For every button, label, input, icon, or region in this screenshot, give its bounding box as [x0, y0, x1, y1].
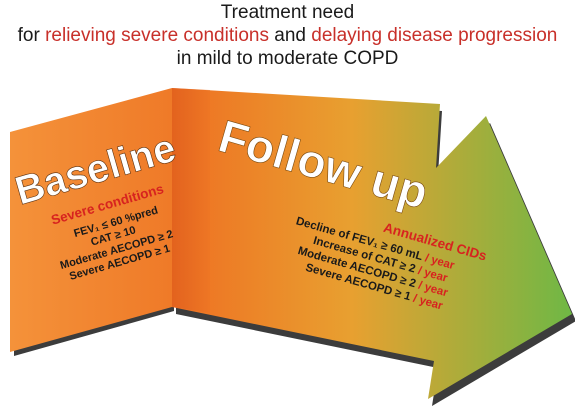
follow-up-list-group: Annualized CIDs Decline of FEV₁ ≥ 60 mL … [295, 215, 489, 312]
title-line-2: for relieving severe conditions and dela… [0, 25, 575, 47]
follow-up-arrow [172, 88, 572, 399]
title-line-1: Treatment need [220, 2, 355, 23]
baseline-panel [10, 88, 172, 352]
title-line-2-prefix: for [17, 25, 46, 46]
title-highlight-progression: delaying disease progression [311, 25, 558, 46]
title-line-2-connector: and [268, 25, 312, 46]
title-highlight-severe: relieving severe conditions [45, 25, 269, 46]
title-line-3: in mild to moderate COPD [176, 48, 399, 69]
fold-crease [172, 88, 210, 313]
